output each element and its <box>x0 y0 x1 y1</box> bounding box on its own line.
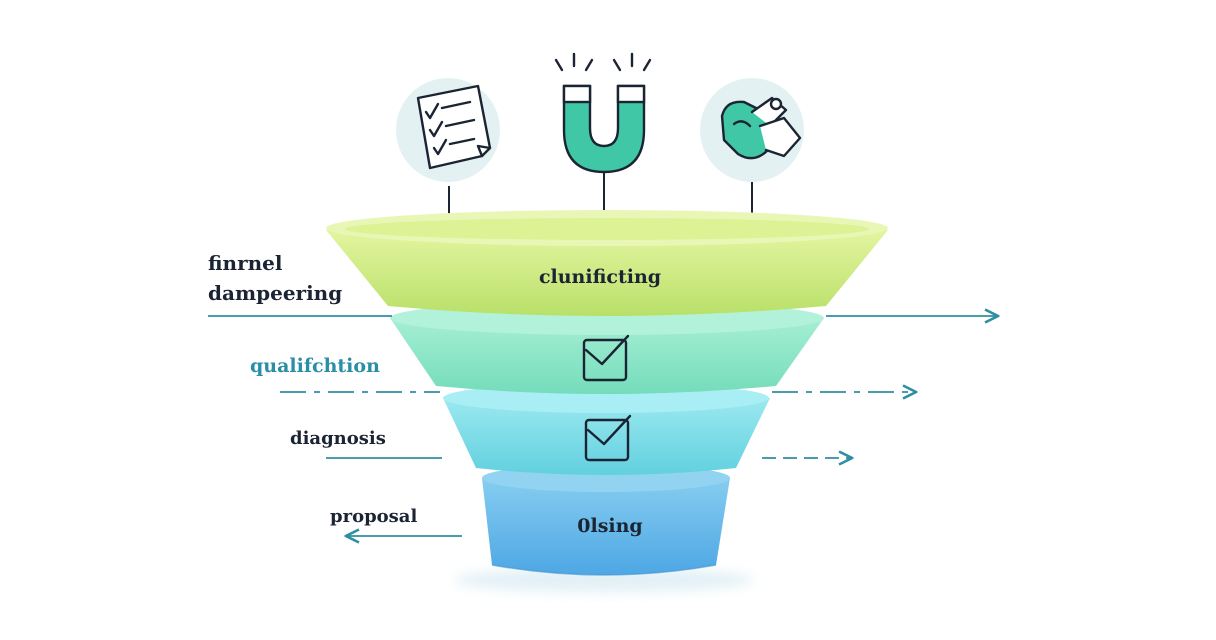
magnet-icon <box>554 52 652 174</box>
guide-lines <box>208 316 998 536</box>
diagnosis-label: diagnosis <box>290 428 386 449</box>
checkbox-icon <box>584 414 632 462</box>
funnel-tier-1 <box>326 210 888 316</box>
funnel-tier-3 <box>443 383 770 475</box>
funnel-label-line2: dampeering <box>208 281 343 305</box>
checkbox-icon <box>582 334 630 382</box>
qualification-label: qualifchtion <box>250 355 380 377</box>
funnel-label: finrnel dampeering <box>208 248 342 308</box>
funnel-label-line1: finrnel <box>208 251 283 275</box>
handshake-icon <box>700 78 804 182</box>
checklist-document-icon <box>396 78 500 182</box>
tier-top-label: clunificting <box>538 266 662 288</box>
proposal-label: proposal <box>330 506 418 527</box>
tier-bottom-label: 0lsing <box>577 515 643 537</box>
funnel-shadow <box>454 568 754 592</box>
